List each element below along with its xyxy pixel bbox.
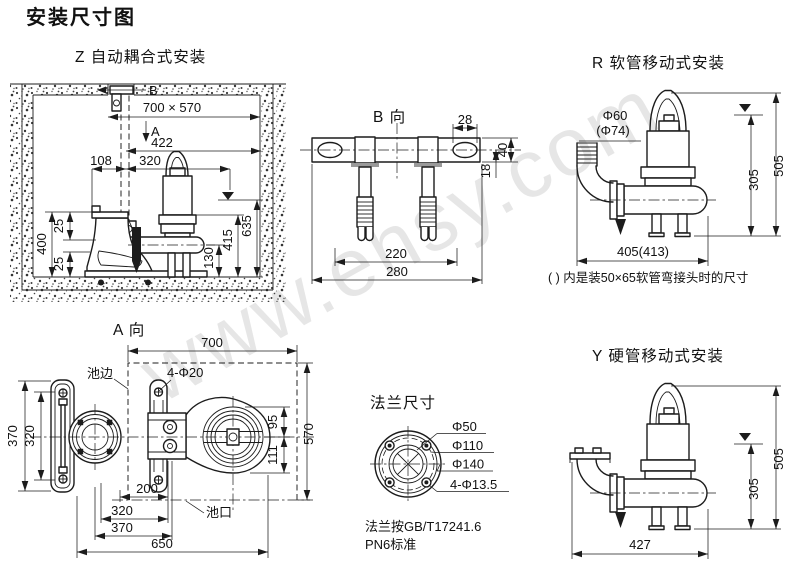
water-level-icon [739, 104, 751, 112]
a-dim-320-left: 320 [22, 425, 37, 447]
z-dim-opening: 700 × 570 [143, 100, 201, 115]
r-section-title: R 软管移动式安装 [592, 54, 725, 72]
a-dim-320-bottom: 320 [111, 503, 133, 518]
flange-note-1: 法兰按GB/T17241.6 [365, 519, 481, 534]
pit-opening-outline [127, 362, 298, 500]
y-dimensions: 505 305 427 [571, 385, 786, 559]
b-dim-220: 220 [385, 246, 407, 261]
z-dim-108: 108 [90, 153, 112, 168]
flange-d140: Φ140 [452, 457, 484, 472]
z-dimensions: 700 × 570 422 108 320 635 415 130 400 [34, 100, 263, 278]
b-dim-280: 280 [386, 264, 408, 279]
z-dim-320: 320 [139, 153, 161, 168]
flange-d50: Φ50 [452, 419, 477, 434]
y-section-title: Y 硬管移动式安装 [592, 347, 724, 365]
a-dim-650: 650 [151, 536, 173, 551]
section-r-hose: R 软管移动式安装 Φ60 (Φ74) 505 305 405(413) [548, 54, 786, 285]
section-b-view: B 向 [300, 108, 521, 284]
z-dim-400: 400 [34, 233, 49, 255]
z-dim-415: 415 [220, 229, 235, 251]
a-pool-mouth-label: 池口 [206, 505, 232, 520]
flange-callouts: Φ50 Φ110 Φ140 4-Φ13.5 [416, 419, 509, 492]
y-dim-305: 305 [746, 478, 761, 500]
a-dim-370-bottom: 370 [111, 520, 133, 535]
water-level-icon [222, 192, 234, 200]
a-dim-700: 700 [201, 335, 223, 350]
view-a-arrow-icon [142, 133, 150, 142]
flange-note-2: PN6标准 [365, 537, 416, 552]
page-title: 安装尺寸图 [26, 5, 136, 29]
a-dim-95: 95 [265, 415, 280, 429]
z-section-title: Z 自动耦合式安装 [75, 48, 206, 66]
flange-title: 法兰尺寸 [370, 394, 436, 412]
a-volute-rings [202, 406, 264, 468]
flange-holes: 4-Φ13.5 [450, 477, 497, 492]
section-a-view: A 向 [5, 321, 316, 558]
r-dim-305: 305 [746, 169, 761, 191]
a-left-bracket [50, 379, 75, 493]
a-dim-200: 200 [136, 481, 158, 496]
b-view-title: B 向 [373, 108, 406, 126]
r-note: ( ) 内是装50×65软管弯接头时的尺寸 [548, 270, 748, 285]
flange-bolt-holes [384, 440, 432, 488]
y-dim-505: 505 [771, 448, 786, 470]
a-holes-label: 4-Φ20 [167, 365, 203, 380]
z-view-a-label: A [151, 124, 160, 139]
flange-d110: Φ110 [452, 438, 483, 453]
z-dim-635: 635 [239, 215, 254, 237]
r-dim-d60: Φ60 [603, 108, 628, 123]
a-dimensions: 700 570 95 111 370 320 [5, 335, 316, 558]
z-view-b-label: B [149, 83, 158, 98]
water-level-icon [739, 433, 751, 441]
r-dimensions: 505 305 405(413) [576, 92, 786, 266]
b-dim-40: 40 [495, 143, 510, 157]
section-z-auto-coupling: Z 自动耦合式安装 [10, 48, 286, 302]
z-dim-130: 130 [201, 247, 216, 269]
a-dim-370-left: 370 [5, 425, 20, 447]
section-y-rigid-pipe: Y 硬管移动式安装 505 305 427 [569, 347, 786, 559]
rigid-pipe-flange [569, 447, 611, 463]
z-dim-25b: 25 [51, 257, 66, 271]
a-view-title: A 向 [113, 321, 145, 339]
z-dim-422: 422 [151, 135, 173, 150]
a-dim-111: 111 [265, 445, 280, 465]
r-dim-width: 405(413) [617, 244, 669, 259]
r-dim-d74: (Φ74) [596, 123, 630, 138]
a-pool-edge-label: 池边 [87, 366, 113, 381]
y-dim-427: 427 [629, 537, 651, 552]
b-dim-28: 28 [458, 112, 472, 127]
pump-z [128, 150, 215, 278]
b-dimensions: 28 40 18 220 280 [311, 112, 518, 284]
z-dim-25a: 25 [51, 219, 66, 233]
r-dim-505: 505 [771, 155, 786, 177]
a-guide-claw [147, 379, 187, 493]
hose-connection [576, 142, 598, 167]
a-dim-570: 570 [301, 423, 316, 445]
b-dim-18: 18 [478, 164, 493, 178]
view-b-arrow-icon [97, 86, 106, 94]
section-flange: 法兰尺寸 Φ50 Φ110 Φ140 4-Φ13.5 法兰按GB/T17241.… [365, 394, 509, 552]
